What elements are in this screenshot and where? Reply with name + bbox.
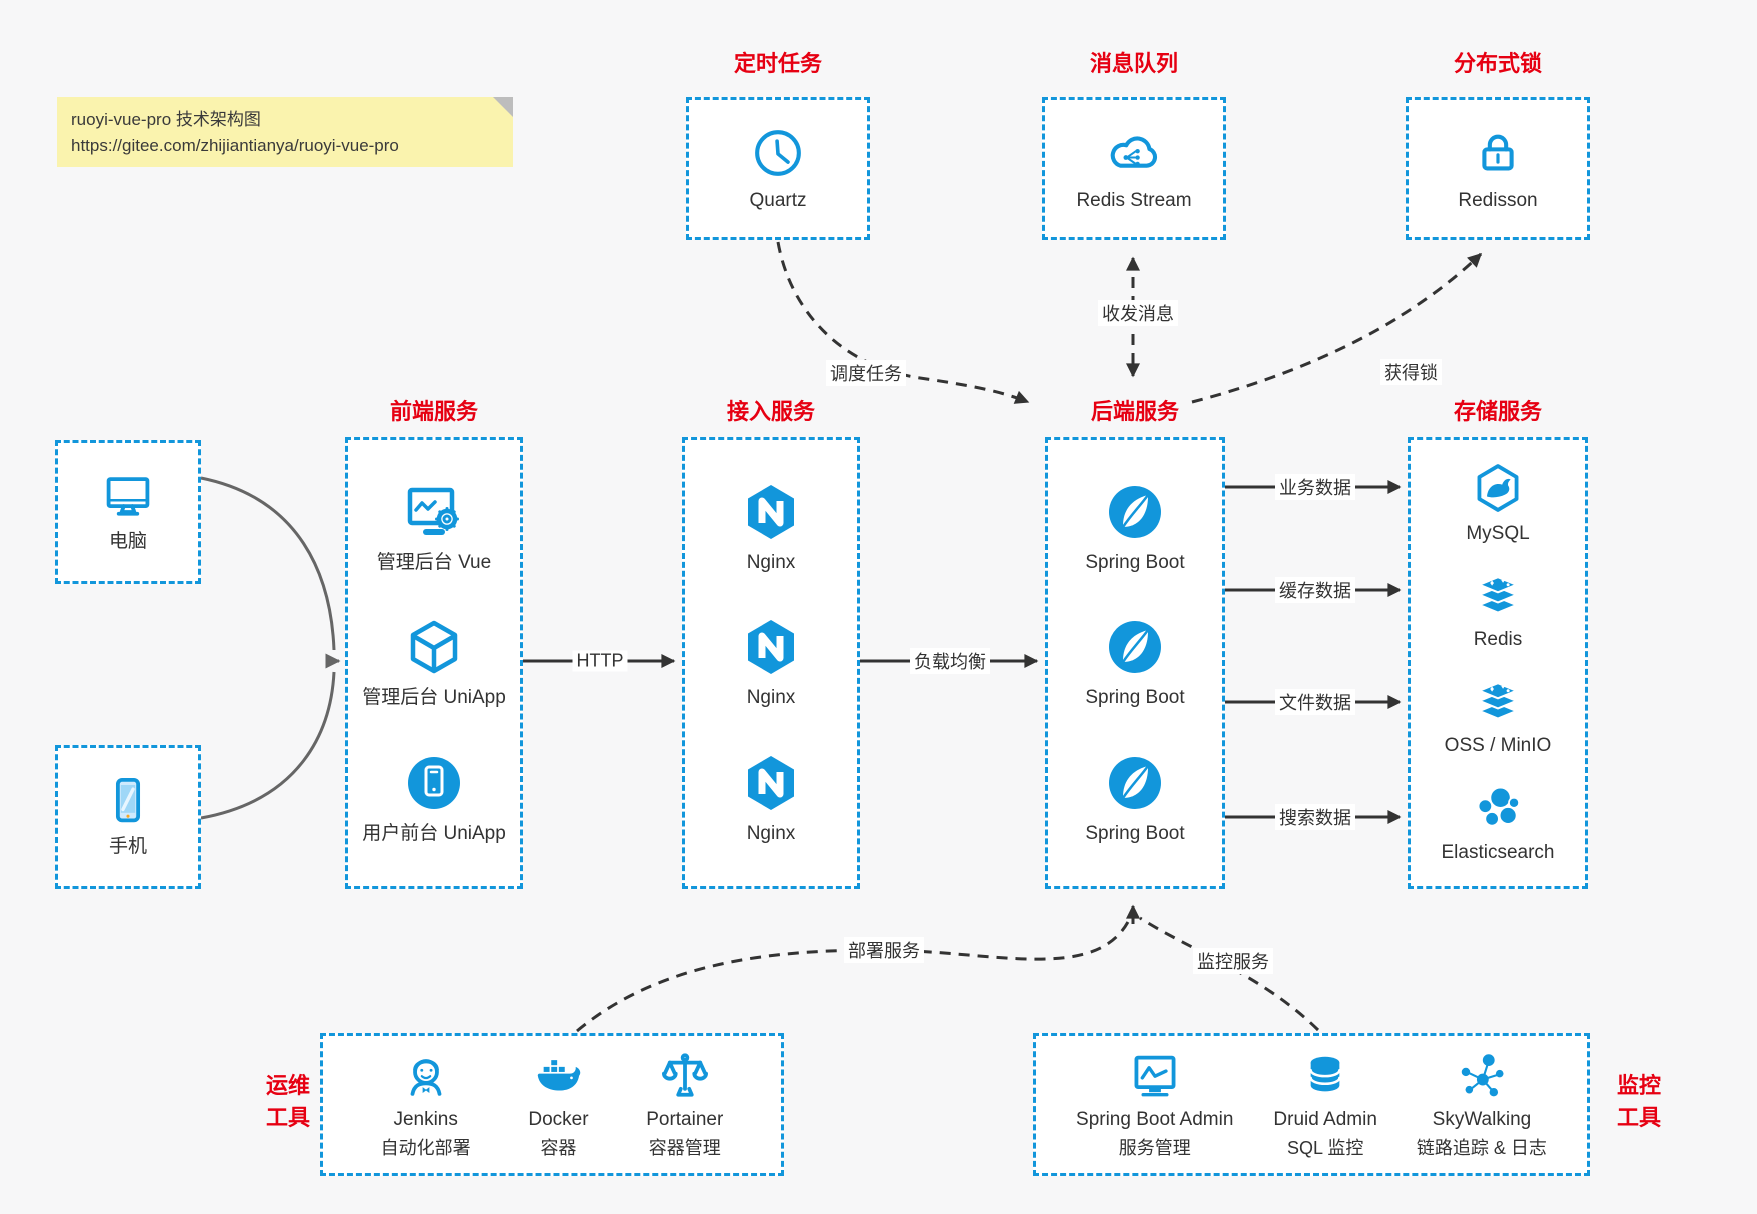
note-fold-corner <box>493 97 513 117</box>
lock-icon <box>1469 124 1527 182</box>
group-title-monitor-tools: 监控 工具 <box>1616 1073 1661 1130</box>
node-springboot-3: Spring Boot <box>1085 751 1185 847</box>
edge-label-search-data: 搜索数据 <box>1275 804 1355 830</box>
node-user-uniapp: 用户前台 UniApp <box>362 751 506 847</box>
node-nginx-2: Nginx <box>739 615 803 711</box>
edge-monitor-line <box>1139 916 1320 1032</box>
node-redis-stream: Redis Stream <box>1076 124 1192 214</box>
node-elasticsearch: Elasticsearch <box>1442 780 1555 866</box>
group-title-message-queue: 消息队列 <box>1089 51 1179 76</box>
storage-services-box: MySQL Redis <box>1408 437 1588 889</box>
storage-stack-icon <box>1471 673 1525 727</box>
clock-icon <box>749 124 807 182</box>
node-redisson: Redisson <box>1458 124 1538 214</box>
database-cylinder-icon <box>1298 1050 1352 1104</box>
scales-icon <box>658 1050 712 1104</box>
nginx-icon <box>739 615 803 679</box>
edge-label-load-balance: 负载均衡 <box>910 648 990 674</box>
edge-label-monitor: 监控服务 <box>1193 948 1273 974</box>
message-queue-box: Redis Stream <box>1042 97 1226 240</box>
edge-label-biz-data: 业务数据 <box>1275 474 1355 500</box>
edge-label-deploy: 部署服务 <box>844 937 924 963</box>
edge-label-schedule: 调度任务 <box>826 360 906 386</box>
group-title-backend: 后端服务 <box>1090 399 1180 424</box>
edge-schedule-line <box>776 241 1030 404</box>
group-title-storage: 存储服务 <box>1453 399 1543 424</box>
elasticsearch-cluster-icon <box>1471 780 1525 834</box>
group-title-frontend: 前端服务 <box>389 399 479 424</box>
node-jenkins: Jenkins 自动化部署 <box>381 1050 471 1159</box>
edge-label-http: HTTP <box>572 650 628 672</box>
backend-services-box: Spring Boot Spring Boot Spring Boot <box>1045 437 1225 889</box>
node-phone: 手机 <box>101 774 155 860</box>
nginx-icon <box>739 480 803 544</box>
group-title-distributed-lock: 分布式锁 <box>1453 51 1543 76</box>
node-nginx-3: Nginx <box>739 751 803 847</box>
cube-icon <box>402 615 466 679</box>
node-admin-uniapp: 管理后台 UniApp <box>362 615 506 711</box>
node-mysql: MySQL <box>1466 461 1530 547</box>
node-druid-admin: Druid Admin SQL 监控 <box>1273 1050 1377 1159</box>
group-title-gateway: 接入服务 <box>726 399 816 424</box>
devops-tools-box: Jenkins 自动化部署 Docker 容器 <box>320 1033 784 1176</box>
node-pc: 电脑 <box>101 469 155 555</box>
spring-leaf-icon <box>1103 615 1167 679</box>
cloud-network-icon <box>1105 124 1163 182</box>
node-docker: Docker 容器 <box>528 1050 589 1159</box>
edge-acquire-lock-line <box>1191 252 1483 404</box>
nginx-icon <box>739 751 803 815</box>
edge-deploy-line <box>576 917 1132 1033</box>
edge-phone-to-frontend <box>200 671 336 820</box>
jenkins-butler-icon <box>399 1050 453 1104</box>
node-springboot-2: Spring Boot <box>1085 615 1185 711</box>
gateway-services-box: Nginx Nginx Nginx <box>682 437 860 889</box>
admin-web-gear-icon <box>402 480 466 544</box>
edge-label-file-data: 文件数据 <box>1275 689 1355 715</box>
node-quartz: Quartz <box>749 124 807 214</box>
mobile-app-circle-icon <box>402 751 466 815</box>
phone-icon <box>101 774 155 828</box>
node-graph-icon <box>1455 1050 1509 1104</box>
sticky-note: ruoyi-vue-pro 技术架构图 https://gitee.com/zh… <box>57 97 513 167</box>
node-redis: Redis <box>1471 567 1525 653</box>
node-admin-vue: 管理后台 Vue <box>377 480 491 576</box>
monitor-pulse-icon <box>1128 1050 1182 1104</box>
edge-pc-to-frontend <box>200 476 336 651</box>
distributed-lock-box: Redisson <box>1406 97 1590 240</box>
note-url: https://gitee.com/zhijiantianya/ruoyi-vu… <box>71 135 399 155</box>
node-springboot-1: Spring Boot <box>1085 480 1185 576</box>
pc-client-box: 电脑 <box>55 440 201 584</box>
group-title-devops-tools: 运维 工具 <box>265 1073 310 1130</box>
node-oss-minio: OSS / MinIO <box>1445 673 1551 759</box>
node-nginx-1: Nginx <box>739 480 803 576</box>
desktop-icon <box>101 469 155 523</box>
redis-stack-icon <box>1471 567 1525 621</box>
frontend-services-box: 管理后台 Vue 管理后台 UniApp 用户前台 UniApp <box>345 437 523 889</box>
scheduled-task-box: Quartz <box>686 97 870 240</box>
edge-label-acquire-lock: 获得锁 <box>1380 359 1442 385</box>
spring-leaf-icon <box>1103 751 1167 815</box>
node-skywalking: SkyWalking 链路追踪 & 日志 <box>1417 1050 1547 1159</box>
phone-client-box: 手机 <box>55 745 201 889</box>
note-title: ruoyi-vue-pro 技术架构图 <box>71 110 261 129</box>
docker-whale-icon <box>531 1050 585 1104</box>
mysql-dolphin-icon <box>1471 461 1525 515</box>
edge-label-message: 收发消息 <box>1098 300 1178 326</box>
node-portainer: Portainer 容器管理 <box>646 1050 723 1159</box>
monitor-tools-box: Spring Boot Admin 服务管理 Druid Admin SQL 监… <box>1033 1033 1590 1176</box>
edge-label-cache-data: 缓存数据 <box>1275 577 1355 603</box>
group-title-scheduled-task: 定时任务 <box>733 51 823 76</box>
spring-leaf-icon <box>1103 480 1167 544</box>
node-spring-boot-admin: Spring Boot Admin 服务管理 <box>1076 1050 1233 1159</box>
